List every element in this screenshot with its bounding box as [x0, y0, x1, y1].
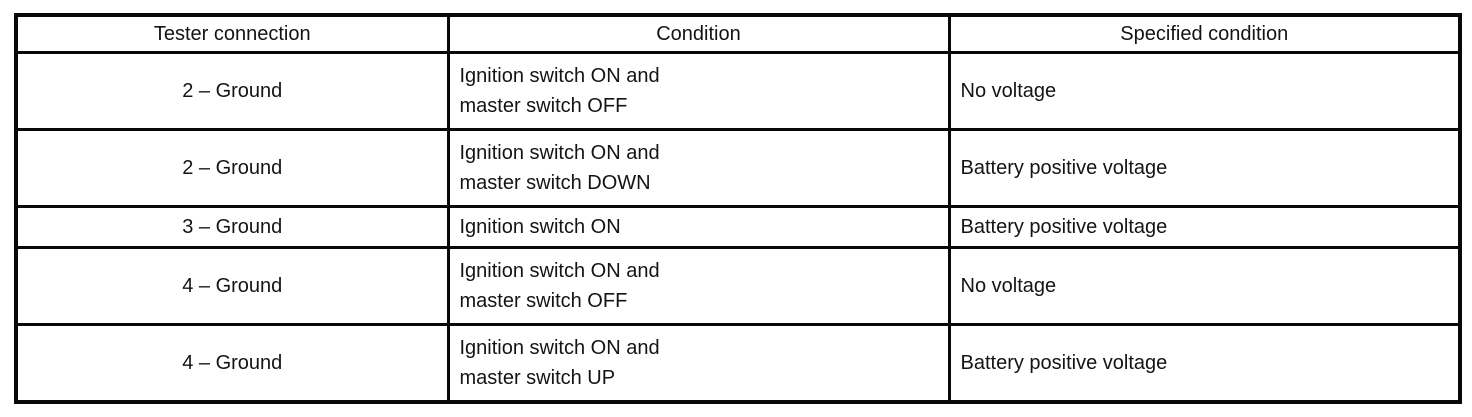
condition-line: Ignition switch ON and: [459, 65, 660, 87]
header-condition: Condition: [446, 13, 951, 54]
specified-condition-cell: No voltage: [947, 51, 1462, 131]
table-row: 4 – Ground Ignition switch ON and master…: [14, 246, 1462, 326]
specified-condition-cell: Battery positive voltage: [947, 323, 1462, 404]
tester-connection-cell: 2 – Ground: [14, 128, 450, 208]
specified-condition-cell: Battery positive voltage: [947, 205, 1462, 249]
header-row: Tester connection Condition Specified co…: [14, 13, 1462, 54]
specified-condition-cell: No voltage: [947, 246, 1462, 326]
condition-cell: Ignition switch ON and master switch DOW…: [446, 128, 951, 208]
condition-line: Ignition switch ON and: [459, 142, 660, 164]
tester-connection-cell: 3 – Ground: [14, 205, 450, 249]
condition-cell: Ignition switch ON and master switch UP: [446, 323, 951, 404]
condition-line: Ignition switch ON and: [459, 260, 660, 282]
condition-line: master switch DOWN: [459, 172, 651, 194]
table-row: 2 – Ground Ignition switch ON and master…: [14, 128, 1462, 208]
tester-connection-cell: 4 – Ground: [14, 323, 450, 404]
condition-line: master switch OFF: [459, 290, 628, 312]
condition-line: Ignition switch ON and: [459, 337, 660, 359]
tester-connection-cell: 2 – Ground: [14, 51, 450, 131]
condition-line: master switch OFF: [459, 95, 628, 117]
header-tester-connection: Tester connection: [14, 13, 450, 54]
condition-line: master switch UP: [459, 367, 616, 389]
tester-connection-cell: 4 – Ground: [14, 246, 450, 326]
tester-condition-table: Tester connection Condition Specified co…: [14, 13, 1462, 404]
condition-cell: Ignition switch ON and master switch OFF: [446, 246, 951, 326]
condition-cell: Ignition switch ON and master switch OFF: [446, 51, 951, 131]
table-row: 3 – Ground Ignition switch ON Battery po…: [14, 205, 1462, 249]
table-row: 4 – Ground Ignition switch ON and master…: [14, 323, 1462, 404]
specified-condition-cell: Battery positive voltage: [947, 128, 1462, 208]
table-row: 2 – Ground Ignition switch ON and master…: [14, 51, 1462, 131]
condition-cell: Ignition switch ON: [446, 205, 951, 249]
condition-line: Ignition switch ON: [459, 216, 621, 238]
header-specified-condition: Specified condition: [947, 13, 1462, 54]
